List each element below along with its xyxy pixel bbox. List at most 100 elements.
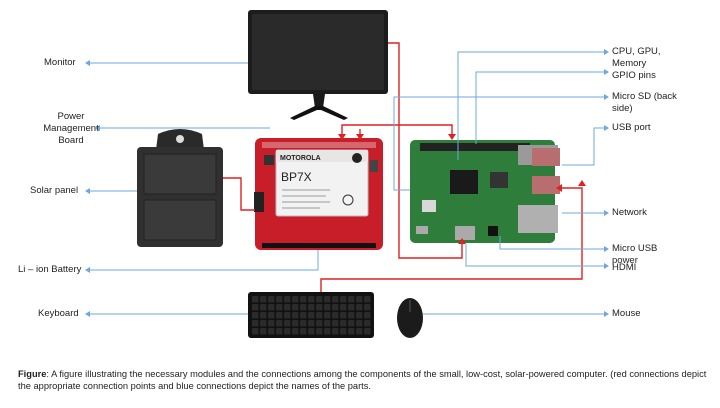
keyboard-key (324, 320, 331, 327)
keyboard-key (316, 320, 323, 327)
keyboard-key (300, 328, 307, 335)
hdmi-pointer (465, 244, 604, 267)
keyboard-key (260, 328, 267, 335)
keyboard-key (284, 296, 291, 303)
keyboard-key (364, 328, 371, 335)
keyboard-key (276, 296, 283, 303)
keyboard-key (364, 296, 371, 303)
raspberry-pi-image (410, 140, 560, 243)
label-micro-sd: Micro SD (back side) (612, 91, 677, 114)
keyboard-key (308, 328, 315, 335)
battery-model-text: BP7X (281, 170, 312, 184)
cpu-pointer (457, 51, 604, 160)
keyboard-key (292, 328, 299, 335)
keyboard-key (252, 320, 259, 327)
label-network: Network (612, 207, 647, 218)
red-arrowheads (338, 134, 586, 244)
keyboard-key (348, 304, 355, 311)
keyboard-key (324, 312, 331, 319)
keyboard-key (332, 304, 339, 311)
keyboard-key (316, 312, 323, 319)
microsd-pointer (393, 96, 604, 191)
keyboard-key (276, 312, 283, 319)
label-power-management-board: Power Management Board (43, 111, 99, 146)
keyboard-key (260, 304, 267, 311)
keyboard-key (284, 328, 291, 335)
usb-pointer (562, 127, 604, 166)
keyboard-key (292, 296, 299, 303)
keyboard-key (276, 304, 283, 311)
keyboard-key (284, 304, 291, 311)
gpio-pointer (475, 71, 604, 144)
monitor-to-hdmi-connection (388, 42, 463, 259)
keyboard-key (260, 312, 267, 319)
mouse-image (397, 298, 423, 338)
battery-pointer (90, 250, 319, 271)
blue-connections (90, 51, 604, 315)
keyboard-key (300, 304, 307, 311)
keyboard-key (340, 320, 347, 327)
keyboard-key (340, 328, 347, 335)
micro-usb-pointer (499, 236, 604, 250)
label-usb-port: USB port (612, 122, 651, 133)
keyboard-key (300, 296, 307, 303)
keyboard-to-usb-connection (320, 187, 583, 292)
keyboard-key (324, 296, 331, 303)
keyboard-key (252, 328, 259, 335)
blue-arrowheads (85, 49, 609, 317)
keyboard-key (356, 328, 363, 335)
label-battery: Li – ion Battery (18, 264, 82, 275)
keyboard-key (268, 312, 275, 319)
monitor-image (248, 10, 388, 120)
keyboard-key (356, 312, 363, 319)
keyboard-key (332, 328, 339, 335)
keyboard-key (332, 320, 339, 327)
label-monitor: Monitor (44, 57, 76, 68)
keyboard-key (260, 320, 267, 327)
keyboard-key (268, 328, 275, 335)
power-management-board-image (254, 138, 383, 250)
caption-prefix: Figure (18, 369, 47, 379)
keyboard-key (300, 320, 307, 327)
keyboard-key (252, 312, 259, 319)
keyboard-key (292, 312, 299, 319)
keyboard-key (356, 320, 363, 327)
keyboard-key (316, 328, 323, 335)
keyboard-key (268, 304, 275, 311)
label-solar-panel: Solar panel (30, 185, 79, 196)
keyboard-key (340, 304, 347, 311)
keyboard-key (332, 312, 339, 319)
keyboard-key (308, 312, 315, 319)
board-to-gpio-connection (341, 124, 453, 134)
keyboard-key (276, 328, 283, 335)
keyboard-key (364, 304, 371, 311)
keyboard-key (356, 304, 363, 311)
label-gpio-pins: GPIO pins (612, 70, 656, 81)
keyboard-key (252, 296, 259, 303)
keyboard-key (284, 320, 291, 327)
keyboard-key (268, 320, 275, 327)
keyboard-key (316, 296, 323, 303)
keyboard-key (292, 304, 299, 311)
label-keyboard: Keyboard (38, 308, 79, 319)
keyboard-key (364, 320, 371, 327)
keyboard-image (248, 292, 374, 338)
label-mouse: Mouse (612, 308, 641, 319)
solar-panel-image (137, 129, 223, 247)
keyboard-key (300, 312, 307, 319)
keyboard-key (308, 304, 315, 311)
keyboard-key (348, 296, 355, 303)
caption-text: : A figure illustrating the necessary mo… (18, 369, 707, 391)
keyboard-key (332, 296, 339, 303)
keyboard-key (364, 312, 371, 319)
red-connections (223, 42, 583, 292)
keyboard-key (260, 296, 267, 303)
label-micro-usb-power: Micro USB power (612, 243, 658, 266)
keyboard-key (308, 320, 315, 327)
keyboard-key (276, 320, 283, 327)
keyboard-key (284, 312, 291, 319)
keyboard-key (292, 320, 299, 327)
keyboard-key (324, 328, 331, 335)
keyboard-key (340, 296, 347, 303)
